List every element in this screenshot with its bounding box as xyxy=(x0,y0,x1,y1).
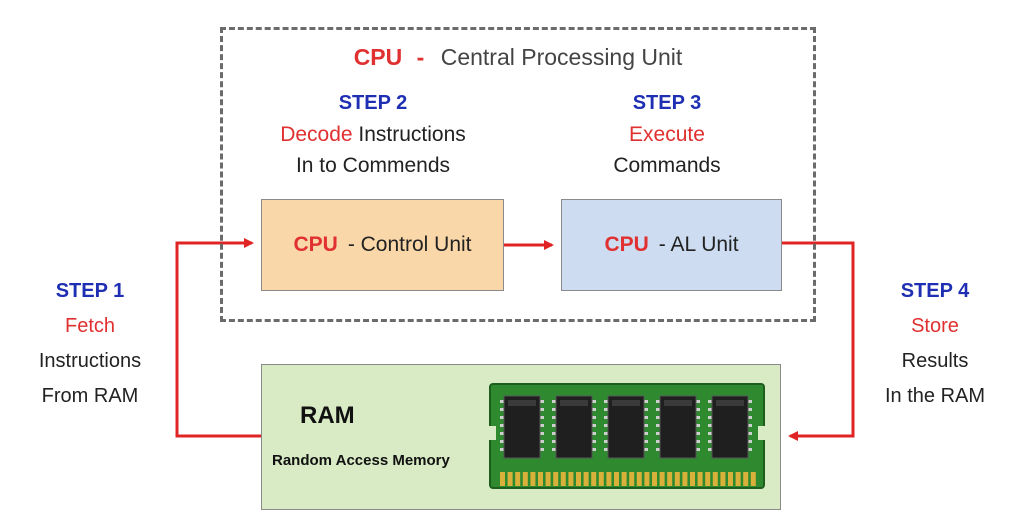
step1-label: STEP 1 xyxy=(55,280,125,302)
cpu-title: CPU - Central Processing Unit xyxy=(220,44,816,71)
control-unit-prefix: CPU xyxy=(293,233,338,256)
ram-chip xyxy=(656,395,700,459)
al-unit-prefix: CPU xyxy=(604,233,649,256)
ram-chip xyxy=(552,395,596,459)
ram-title: RAM xyxy=(300,402,355,429)
control-unit-label: - Control Unit xyxy=(347,233,472,256)
ram-chip xyxy=(500,395,544,459)
step3-line2: Commands xyxy=(613,154,721,177)
step3-block: STEP 3 Execute Commands xyxy=(547,88,787,181)
ram-module-icon xyxy=(488,383,768,489)
step2-block: STEP 2 Decode Instructions In to Commend… xyxy=(253,88,493,181)
step4-block: STEP 4 Store Results In the RAM xyxy=(862,274,1008,414)
step4-action: Store xyxy=(911,315,959,337)
ram-chip xyxy=(604,395,648,459)
step4-label: STEP 4 xyxy=(900,280,970,302)
cpu-title-prefix: CPU xyxy=(353,44,403,70)
store-arrow xyxy=(782,241,855,441)
step2-action: Decode xyxy=(280,123,353,146)
step4-line2: In the RAM xyxy=(884,385,986,407)
control-unit-box: CPU - Control Unit xyxy=(261,199,504,291)
ram-gold-pins xyxy=(500,472,756,486)
step1-block: STEP 1 Fetch Instructions From RAM xyxy=(20,274,160,414)
ram-chip xyxy=(708,395,752,459)
step2-line1: Decode Instructions xyxy=(253,119,493,150)
al-unit-box: CPU - AL Unit xyxy=(561,199,782,291)
cpu-title-text: Central Processing Unit xyxy=(440,44,683,70)
step1-line2: From RAM xyxy=(41,385,139,407)
al-unit-label: - AL Unit xyxy=(658,233,739,256)
step2-line2: In to Commends xyxy=(295,154,451,177)
step2-line1-rest: Instructions xyxy=(352,123,466,146)
step3-label: STEP 3 xyxy=(632,92,702,114)
ram-subtitle: Random Access Memory xyxy=(272,452,450,469)
cpu-title-dash: - xyxy=(416,44,425,70)
step1-action: Fetch xyxy=(64,315,116,337)
fetch-arrow xyxy=(175,238,261,438)
step4-line1: Results xyxy=(901,350,969,372)
cpu-boundary xyxy=(220,27,816,322)
step3-action: Execute xyxy=(629,123,705,146)
step1-line1: Instructions xyxy=(38,350,142,372)
step2-label: STEP 2 xyxy=(338,92,408,114)
